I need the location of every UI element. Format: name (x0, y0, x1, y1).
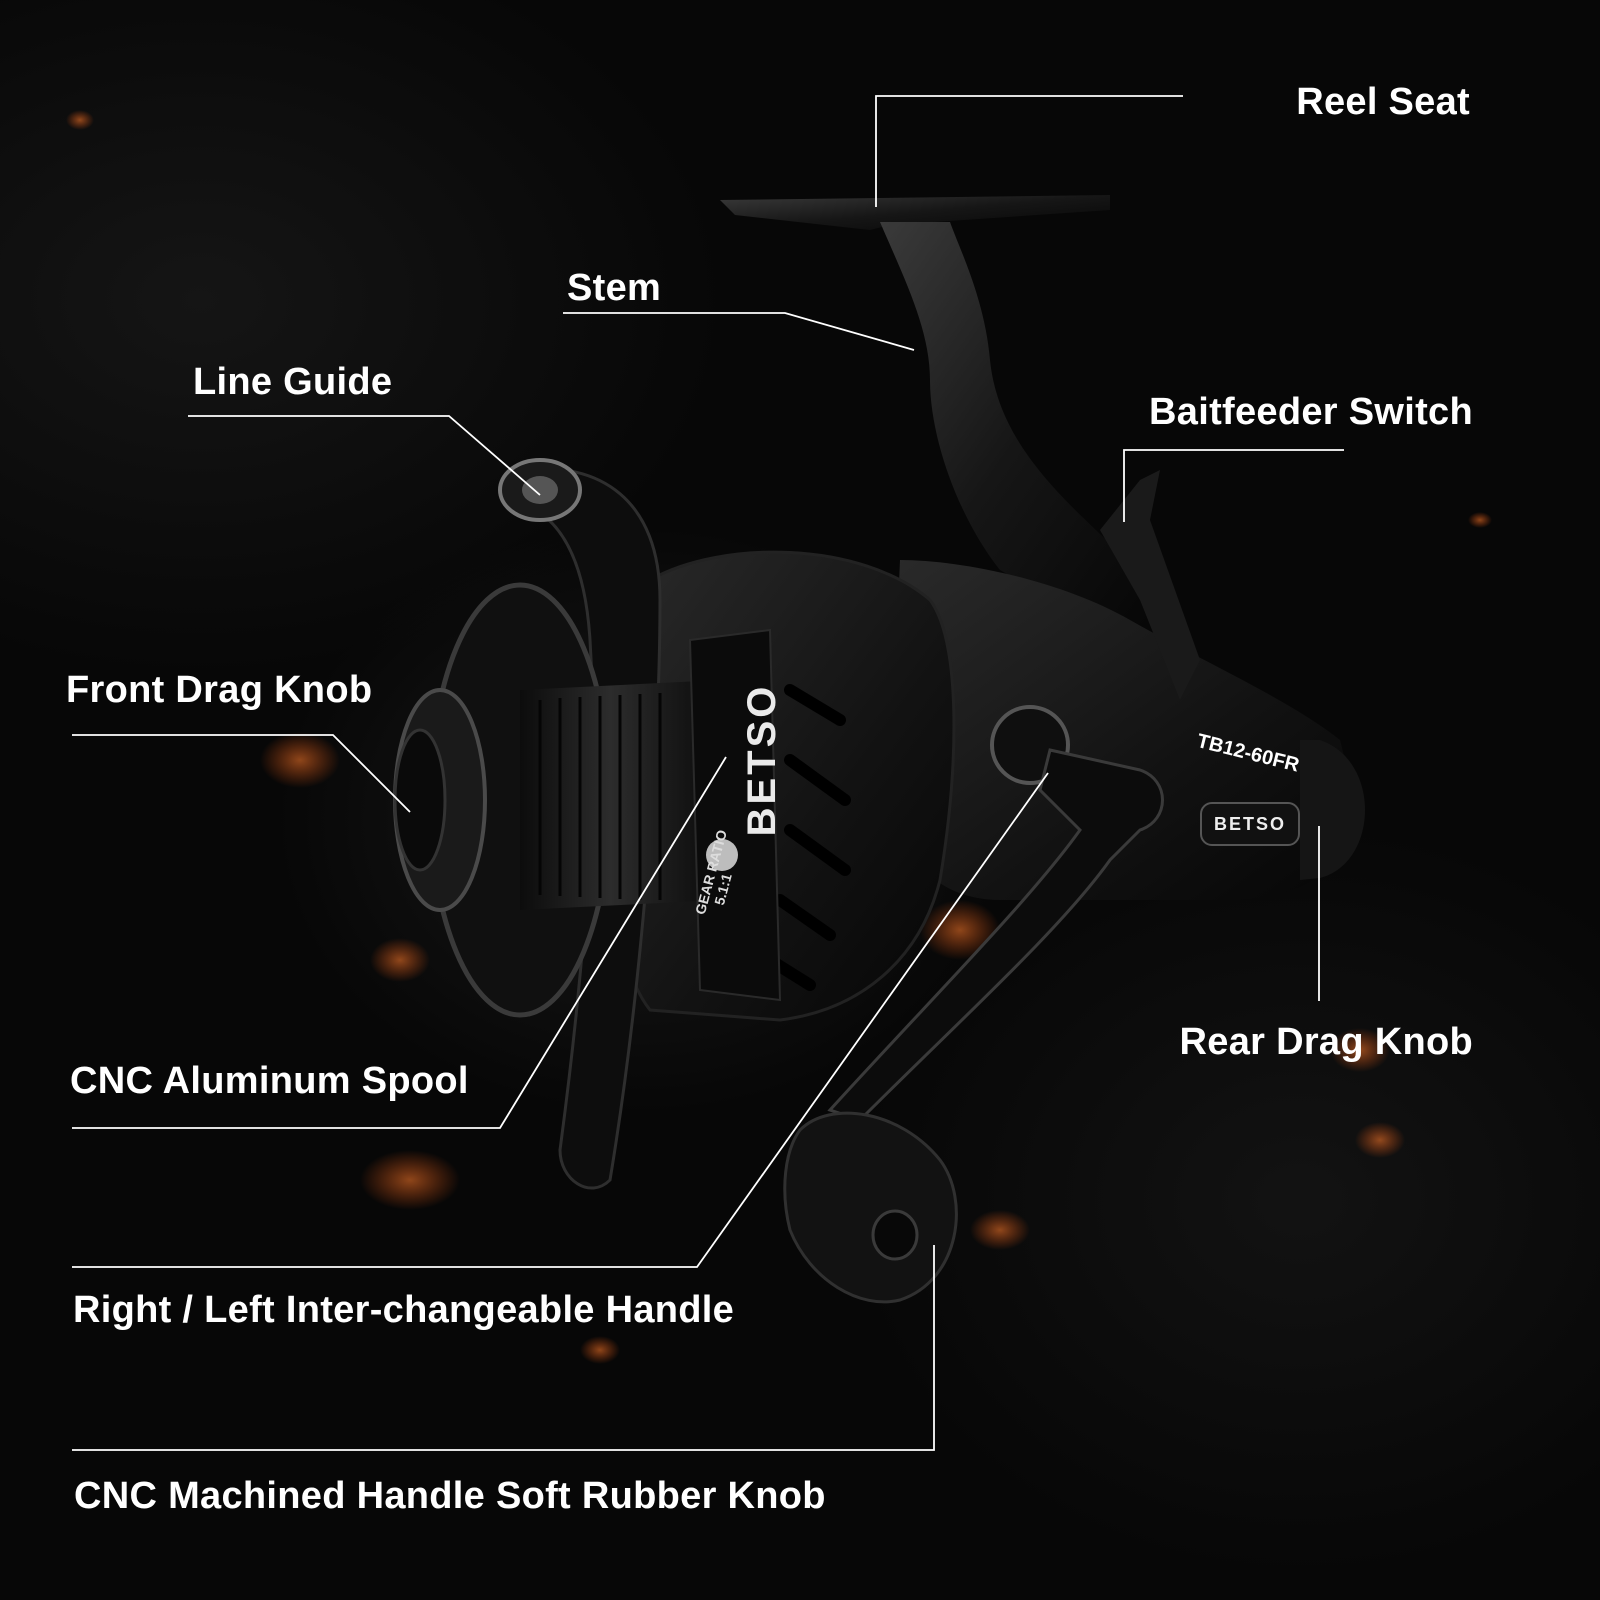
bail-arm (508, 467, 662, 1190)
ember-bokeh (66, 110, 1492, 1364)
leader-handle-knob (72, 1245, 935, 1451)
spool-skirt (688, 628, 782, 1002)
rear-drag-knob-shape (1300, 740, 1365, 880)
reel-seat-foot (720, 195, 1110, 230)
leader-front-drag (72, 734, 411, 813)
leader-lines (72, 95, 1344, 1451)
rotor-vents (764, 684, 851, 991)
body-brand-text: BETSO (1213, 813, 1286, 834)
leader-handle (72, 772, 1049, 1268)
label-reel-seat: Reel Seat (1296, 81, 1470, 123)
handle-knob-shape (783, 1111, 958, 1304)
leader-baitfeeder (1123, 449, 1344, 522)
leader-stem (563, 312, 915, 351)
body-brand-badge: BETSO (1200, 802, 1300, 846)
spool-screw (706, 839, 738, 871)
label-rear-drag-knob: Rear Drag Knob (1179, 1021, 1473, 1063)
reel-stem (880, 222, 1170, 640)
leader-line-guide (188, 415, 541, 496)
label-front-drag-knob: Front Drag Knob (66, 669, 373, 711)
label-stem: Stem (567, 267, 662, 309)
spool-brand-text: BETSO (740, 683, 784, 837)
handle-arm (827, 748, 1164, 1122)
baitfeeder-switch-shape (1100, 470, 1200, 700)
label-handle: Right / Left Inter-changeable Handle (73, 1289, 735, 1331)
label-handle-knob: CNC Machined Handle Soft Rubber Knob (74, 1475, 826, 1517)
label-line-guide: Line Guide (193, 361, 393, 403)
leader-spool (72, 756, 727, 1129)
label-baitfeeder-switch: Baitfeeder Switch (1149, 391, 1473, 433)
leader-reel-seat (875, 95, 1183, 207)
label-cnc-aluminum-spool: CNC Aluminum Spool (70, 1060, 469, 1102)
